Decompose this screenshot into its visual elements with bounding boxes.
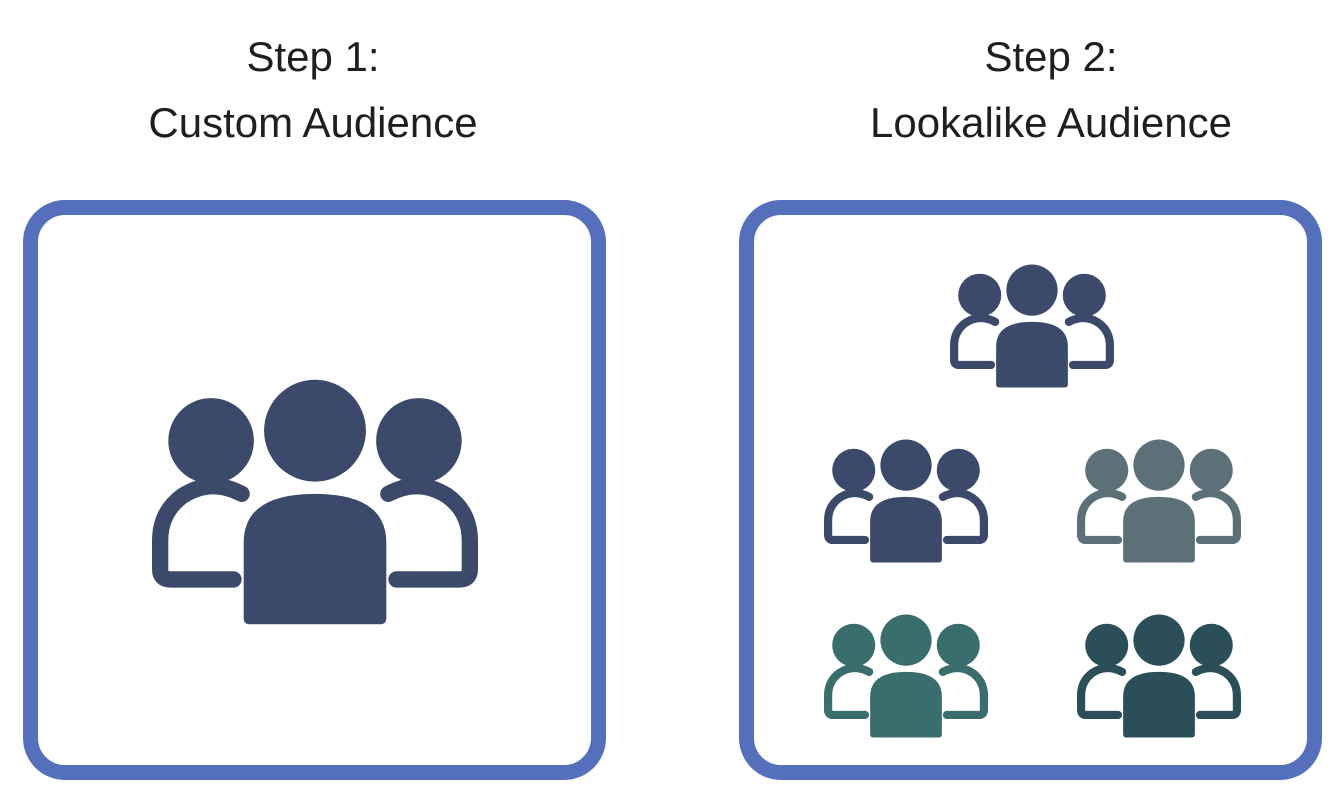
people-group-icon [824, 439, 988, 563]
people-group-icon [1077, 439, 1241, 563]
people-group-icon [1077, 614, 1241, 738]
step2-title: Lookalike Audience [870, 99, 1232, 146]
people-group-icon [950, 264, 1114, 388]
people-group-icon [824, 614, 988, 738]
step2-label: Step 2: [984, 33, 1118, 80]
custom-audience-panel [23, 200, 606, 780]
lookalike-audience-panel [739, 200, 1322, 780]
step1-title: Custom Audience [148, 99, 478, 146]
step1-heading: Step 1: Custom Audience [110, 24, 516, 156]
people-group-icon [152, 379, 478, 625]
step1-label: Step 1: [246, 33, 380, 80]
step2-heading: Step 2: Lookalike Audience [850, 24, 1252, 156]
